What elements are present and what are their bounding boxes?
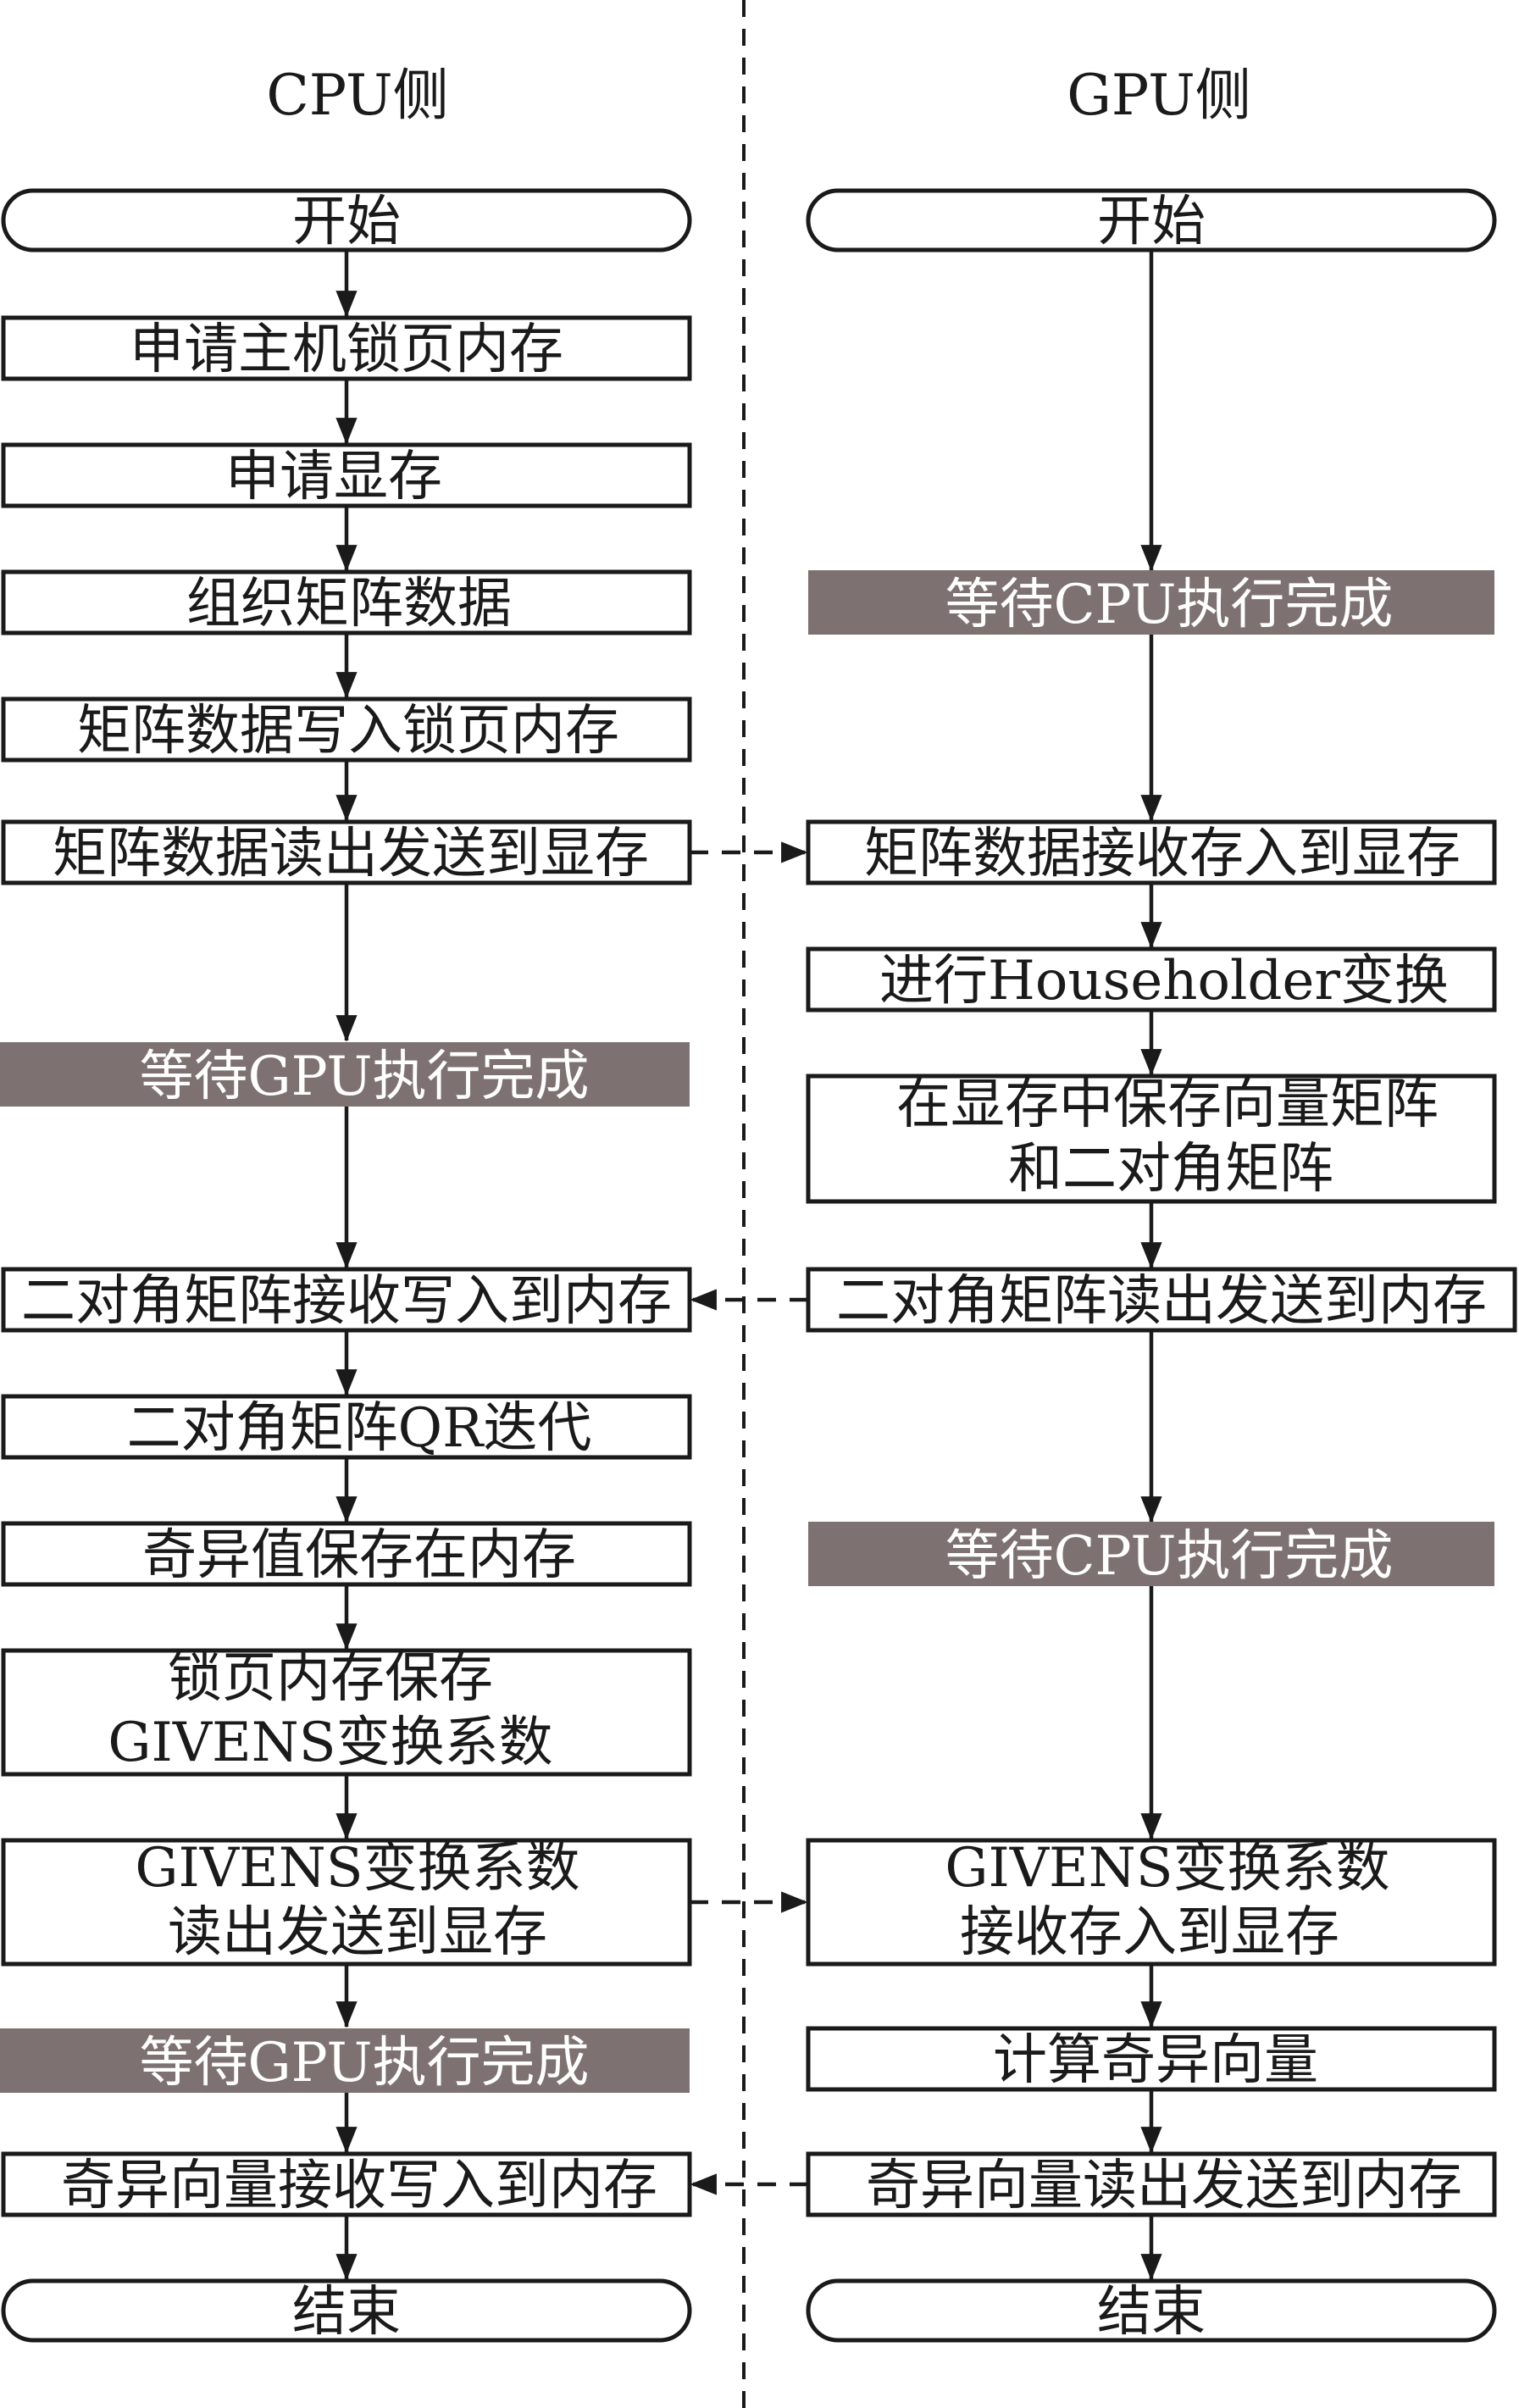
householder-step: 进行Householder变换 [806,946,1497,1013]
qr-iteration-label: 二对角矩阵QR迭代 [127,1397,592,1460]
send-bidiagonal-label: 二对角矩阵读出发送到内存 [836,1270,1487,1333]
send-givens-coefficients-step: GIVENS变换系数 读出发送到显存 [1,1837,692,1967]
wait-gpu-label: 等待GPU执行完成 [140,1046,590,1108]
send-givens-line-1: GIVENS变换系数 [135,1837,579,1900]
send-givens-line-2: 读出发送到显存 [168,1901,547,1964]
wait-cpu-step: 等待CPU执行完成 [808,1522,1494,1588]
cpu-start-label: 开始 [292,191,401,253]
send-singular-vectors-label: 奇异向量读出发送到内存 [866,2155,1462,2217]
gpu-end-label: 结束 [1097,2281,1206,2344]
save-singular-values-step: 奇异值保存在内存 [1,1521,692,1587]
save-matrices-step: 在显存中保存向量矩阵 和二对角矩阵 [806,1074,1497,1204]
send-matrix-step: 矩阵数据读出发送到显存 [1,819,692,885]
save-singular-values-label: 奇异值保存在内存 [142,1524,576,1587]
receive-givens-line-2: 接收存入到显存 [960,1901,1339,1964]
gpu-lane-header: GPU侧 [1067,63,1251,128]
wait-cpu-label: 等待CPU执行完成 [945,574,1394,636]
receive-singular-vectors-label: 奇异向量接收写入到内存 [61,2155,657,2217]
compute-singular-vectors-step: 计算奇异向量 [806,2026,1497,2092]
save-givens-coefficients-step: 锁页内存保存 GIVENS变换系数 [1,1647,692,1777]
wait-gpu-step: 等待GPU执行完成 [0,1042,690,1108]
cpu-end-node: 结束 [1,2278,692,2344]
write-pinned-memory-label: 矩阵数据写入锁页内存 [77,700,619,763]
wait-cpu-label: 等待CPU执行完成 [945,1525,1394,1588]
send-singular-vectors-step: 奇异向量读出发送到内存 [806,2151,1497,2217]
alloc-pinned-memory-step: 申请主机锁页内存 [1,315,692,381]
send-bidiagonal-step: 二对角矩阵读出发送到内存 [806,1267,1517,1333]
wait-gpu-label: 等待GPU执行完成 [140,2032,590,2095]
gpu-end-node: 结束 [806,2278,1497,2344]
compute-singular-vectors-label: 计算奇异向量 [993,2029,1318,2092]
receive-matrix-label: 矩阵数据接收存入到显存 [864,823,1461,885]
receive-bidiagonal-label: 二对角矩阵接收写入到内存 [21,1270,672,1333]
cpu-lane-header: CPU侧 [266,63,448,128]
save-matrices-line-2: 和二对角矩阵 [1008,1138,1333,1201]
save-givens-line-1: 锁页内存保存 [168,1647,493,1710]
save-matrices-line-1: 在显存中保存向量矩阵 [896,1074,1439,1136]
alloc-device-memory-step: 申请显存 [1,442,692,508]
alloc-device-memory-label: 申请显存 [225,446,442,508]
organize-matrix-label: 组织矩阵数据 [186,573,512,635]
cpu-start-node: 开始 [1,188,692,253]
qr-iteration-step: 二对角矩阵QR迭代 [1,1394,692,1460]
receive-bidiagonal-step: 二对角矩阵接收写入到内存 [1,1267,692,1333]
receive-singular-vectors-step: 奇异向量接收写入到内存 [1,2151,692,2217]
alloc-pinned-memory-label: 申请主机锁页内存 [130,319,563,381]
organize-matrix-step: 组织矩阵数据 [1,569,692,635]
save-givens-line-2: GIVENS变换系数 [108,1712,552,1774]
write-pinned-memory-step: 矩阵数据写入锁页内存 [1,696,692,763]
cpu-end-label: 结束 [292,2281,401,2344]
gpu-start-label: 开始 [1097,191,1206,253]
gpu-start-node: 开始 [806,188,1497,253]
wait-cpu-step: 等待CPU执行完成 [808,570,1494,636]
send-matrix-label: 矩阵数据读出发送到显存 [53,823,649,885]
receive-matrix-step: 矩阵数据接收存入到显存 [806,819,1497,885]
receive-givens-line-1: GIVENS变换系数 [945,1837,1389,1900]
receive-givens-coefficients-step: GIVENS变换系数 接收存入到显存 [806,1837,1497,1967]
wait-gpu-step: 等待GPU执行完成 [0,2028,690,2095]
householder-label: 进行Householder变换 [879,950,1449,1013]
